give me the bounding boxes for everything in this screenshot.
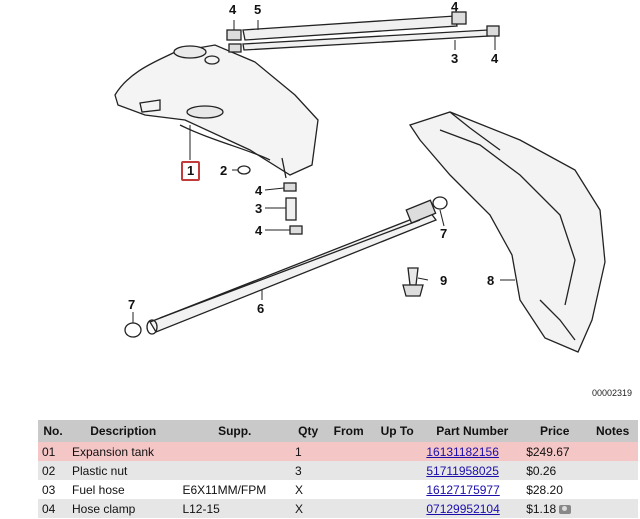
row-from xyxy=(325,499,372,518)
row-from xyxy=(325,480,372,499)
row-price: $28.20 xyxy=(522,480,588,499)
row-description: Fuel hose xyxy=(68,480,179,499)
diagram-drawing xyxy=(114,10,606,353)
callout-9[interactable]: 9 xyxy=(440,273,448,288)
table-row[interactable]: 02 Plastic nut 3 51711958025 $0.26 xyxy=(38,461,638,480)
table-row[interactable]: 03 Fuel hose E6X11MM/FPM X 16127175977 $… xyxy=(38,480,638,499)
callout-1-selected[interactable]: 1 xyxy=(181,161,201,181)
callout-6[interactable]: 6 xyxy=(257,301,265,316)
row-qty: X xyxy=(291,499,326,518)
col-supp: Supp. xyxy=(178,420,292,442)
row-price: $249.67 xyxy=(522,442,588,461)
part-number-link[interactable]: 16127175977 xyxy=(426,482,500,497)
callout-7[interactable]: 7 xyxy=(128,297,136,312)
camera-icon[interactable] xyxy=(559,504,572,514)
col-no: No. xyxy=(38,420,68,442)
row-no: 03 xyxy=(38,480,68,499)
row-notes xyxy=(587,461,638,480)
row-description: Expansion tank xyxy=(68,442,179,461)
col-notes: Notes xyxy=(587,420,638,442)
col-from: From xyxy=(325,420,372,442)
row-price: $1.18 xyxy=(522,499,588,518)
col-part-number: Part Number xyxy=(422,420,523,442)
row-qty: 3 xyxy=(291,461,326,480)
row-up-to xyxy=(371,480,423,499)
callout-8[interactable]: 8 xyxy=(487,273,495,288)
row-description: Plastic nut xyxy=(68,461,179,480)
callout-4[interactable]: 4 xyxy=(255,223,263,238)
row-no: 04 xyxy=(38,499,68,518)
callout-4[interactable]: 4 xyxy=(255,183,263,198)
col-price: Price xyxy=(522,420,588,442)
row-from xyxy=(325,442,372,461)
callout-4[interactable]: 4 xyxy=(229,2,237,17)
figure-id: 00002319 xyxy=(592,388,633,398)
callout-3[interactable]: 3 xyxy=(255,201,263,216)
row-qty: 1 xyxy=(291,442,326,461)
row-no: 01 xyxy=(38,442,68,461)
part-number-link[interactable]: 16131182156 xyxy=(426,444,499,459)
row-part-number: 16127175977 xyxy=(422,480,523,499)
row-up-to xyxy=(371,442,423,461)
part-number-link[interactable]: 51711958025 xyxy=(426,463,499,478)
callout-3[interactable]: 3 xyxy=(451,51,459,66)
col-description: Description xyxy=(68,420,179,442)
callout-7[interactable]: 7 xyxy=(440,226,448,241)
parts-diagram: 4 5 4 3 4 1 2 4 3 4 7 9 8 7 6 00002319 xyxy=(114,0,633,398)
table-row[interactable]: 01 Expansion tank 1 16131182156 $249.67 xyxy=(38,442,638,461)
part-number-link[interactable]: 07129952104 xyxy=(426,501,500,516)
table-row[interactable]: 04 Hose clamp L12-15 X 07129952104 $1.18 xyxy=(38,499,638,518)
callout-2[interactable]: 2 xyxy=(220,163,228,178)
row-qty: X xyxy=(291,480,326,499)
row-part-number: 51711958025 xyxy=(422,461,523,480)
col-up-to: Up To xyxy=(371,420,423,442)
row-price: $0.26 xyxy=(522,461,588,480)
table-header-row: No. Description Supp. Qty From Up To Par… xyxy=(38,420,638,442)
row-up-to xyxy=(371,499,423,518)
callout-4[interactable]: 4 xyxy=(451,0,459,14)
price-value: $1.18 xyxy=(526,501,557,516)
row-supp: E6X11MM/FPM xyxy=(178,480,292,499)
col-qty: Qty xyxy=(291,420,326,442)
row-up-to xyxy=(371,461,423,480)
row-notes xyxy=(587,499,638,518)
row-supp: L12-15 xyxy=(178,499,292,518)
row-description: Hose clamp xyxy=(68,499,179,518)
row-part-number: 16131182156 xyxy=(422,442,523,461)
row-notes xyxy=(587,480,638,499)
row-part-number: 07129952104 xyxy=(422,499,523,518)
parts-table: No. Description Supp. Qty From Up To Par… xyxy=(38,420,638,518)
row-from xyxy=(325,461,372,480)
row-no: 02 xyxy=(38,461,68,480)
callout-4[interactable]: 4 xyxy=(491,51,499,66)
row-supp xyxy=(178,461,292,480)
row-notes xyxy=(587,442,638,461)
row-supp xyxy=(178,442,292,461)
callout-5[interactable]: 5 xyxy=(254,2,262,17)
